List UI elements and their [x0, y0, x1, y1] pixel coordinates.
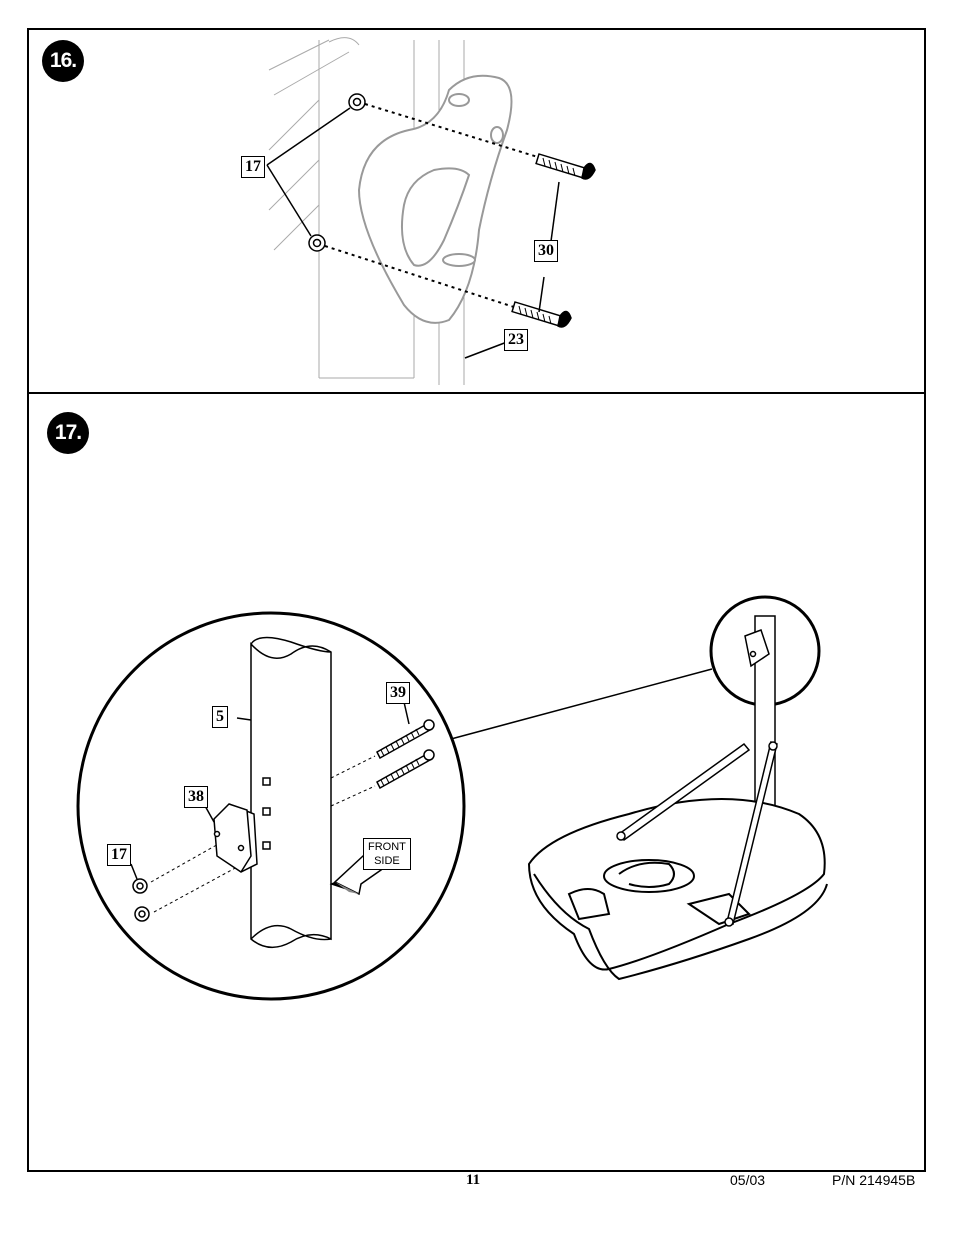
- front-side-line2: SIDE: [368, 854, 406, 868]
- callout-5-pole: 5: [212, 706, 228, 728]
- step-17-panel: 17.: [27, 392, 926, 1172]
- page-number: 11: [466, 1172, 480, 1189]
- callout-17-nut: 17: [107, 844, 131, 866]
- part-number: P/N 214945B: [832, 1172, 915, 1188]
- callout-39-bolt: 39: [386, 682, 410, 704]
- callout-23-bracket: 23: [504, 329, 528, 351]
- revision-date: 05/03: [730, 1172, 765, 1188]
- callout-30-bolt: 30: [534, 240, 558, 262]
- front-side-line1: FRONT: [368, 840, 406, 854]
- callout-38-bracket: 38: [184, 786, 208, 808]
- step-16-panel: 16.: [27, 28, 926, 394]
- detail-leader-line: [451, 669, 712, 739]
- step-16-illustration: [29, 30, 924, 392]
- callout-17-nut: 17: [241, 156, 265, 178]
- front-side-label: FRONT SIDE: [363, 838, 411, 870]
- step-17-illustration: [29, 394, 924, 1170]
